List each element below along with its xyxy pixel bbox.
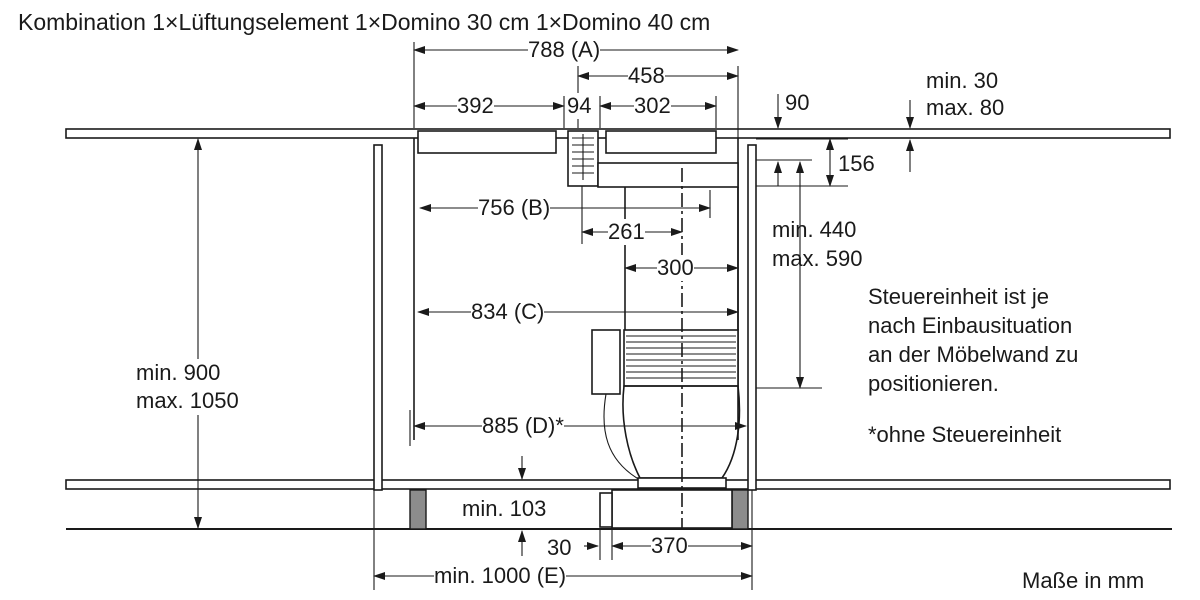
cabinet-wall-right xyxy=(747,144,757,491)
dim-worktop-label: min. 30 max. 80 xyxy=(926,68,1005,120)
cabinet-foot-right xyxy=(731,489,749,530)
dim-834-label: 834 (C) xyxy=(471,299,545,325)
dim-885-label: 885 (D)* xyxy=(482,413,564,439)
dim-261-label: 261 xyxy=(608,219,645,245)
dim-30-label: 30 xyxy=(547,535,572,560)
dim-156-label: 156 xyxy=(838,151,875,176)
dim-392-label: 392 xyxy=(457,93,494,119)
filter-lamellas xyxy=(626,335,736,379)
control-unit-note: Steuereinheit ist je nach Einbausituatio… xyxy=(868,284,1079,396)
units-label: Maße in mm xyxy=(1022,568,1145,593)
dim-440-label: min. 440 max. 590 xyxy=(772,217,863,271)
diagram-title: Kombination 1×Lüftungselement 1×Domino 3… xyxy=(18,9,711,35)
control-unit xyxy=(591,329,621,395)
domino-40-cooktop xyxy=(605,130,717,154)
dim-height-label: min. 900 max. 1050 xyxy=(136,359,239,415)
cabinet-foot-left xyxy=(409,489,427,530)
duct-channel xyxy=(597,162,739,188)
dim-370-label: 370 xyxy=(651,533,688,559)
dim-458-label: 458 xyxy=(628,63,665,89)
filter-unit xyxy=(623,329,739,387)
dim-300-label: 300 xyxy=(657,255,694,281)
ventilation-grille xyxy=(572,134,594,180)
dim-302-label: 302 xyxy=(634,93,671,119)
plinth-grille xyxy=(599,492,613,528)
cabinet-wall-left xyxy=(373,144,383,491)
cabinet-bottom xyxy=(65,479,1171,490)
control-cable xyxy=(603,393,641,481)
domino-30-cooktop xyxy=(417,130,557,154)
footnote: *ohne Steuereinheit xyxy=(868,422,1062,447)
dim-1000-label: min. 1000 (E) xyxy=(434,563,567,589)
dim-788-label: 788 (A) xyxy=(528,37,601,63)
dim-90-label: 90 xyxy=(785,90,810,115)
dim-94-label: 94 xyxy=(567,93,592,119)
dim-756-label: 756 (B) xyxy=(478,195,551,221)
plinth-duct xyxy=(611,489,733,529)
dim-103-label: min. 103 xyxy=(462,496,547,521)
